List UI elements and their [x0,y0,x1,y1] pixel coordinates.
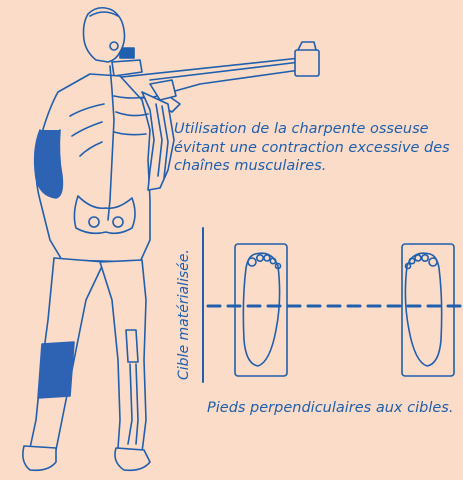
feet-caption: Pieds perpendiculaires aux cibles. [207,400,454,416]
left-foot-diagram [234,243,288,377]
shooter-torso [33,65,177,263]
shooter-head [82,6,126,63]
skeleton-caption: Utilisation de la charpente osseuse évit… [174,121,450,175]
target-label: Cible matérialisée. [176,249,192,380]
right-foot-diagram [401,243,455,377]
shooter-legs [22,257,151,472]
